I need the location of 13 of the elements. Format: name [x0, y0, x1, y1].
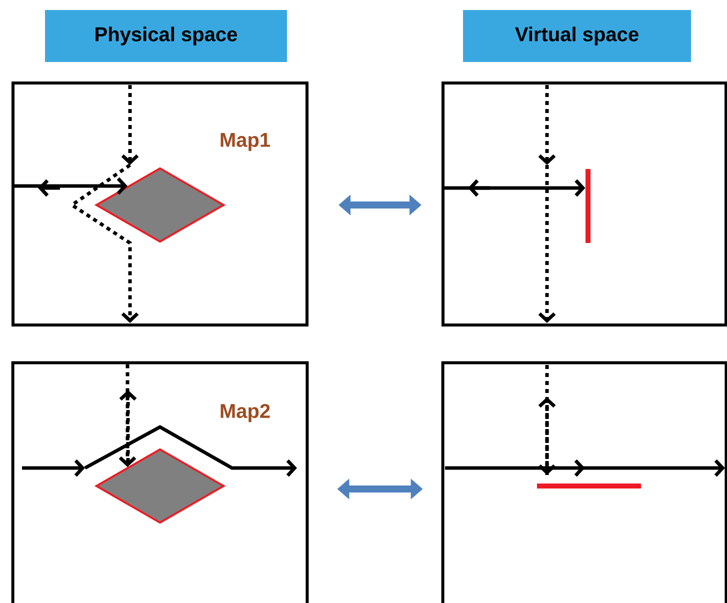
map-label: Map1 — [220, 133, 270, 151]
title-box: Physical space — [45, 10, 287, 62]
wall-bar — [586, 169, 590, 243]
ray-arrow — [13, 177, 128, 195]
panel-frame — [441, 361, 727, 603]
ray-arrow — [443, 179, 586, 197]
wall-bar — [537, 484, 641, 488]
map-label: Map2 — [220, 404, 270, 422]
title-box: Virtual space — [463, 10, 691, 62]
panel-frame — [12, 82, 308, 326]
panel-frame — [11, 361, 309, 603]
panel-frame — [442, 82, 727, 326]
ray-arrow — [118, 364, 136, 467]
